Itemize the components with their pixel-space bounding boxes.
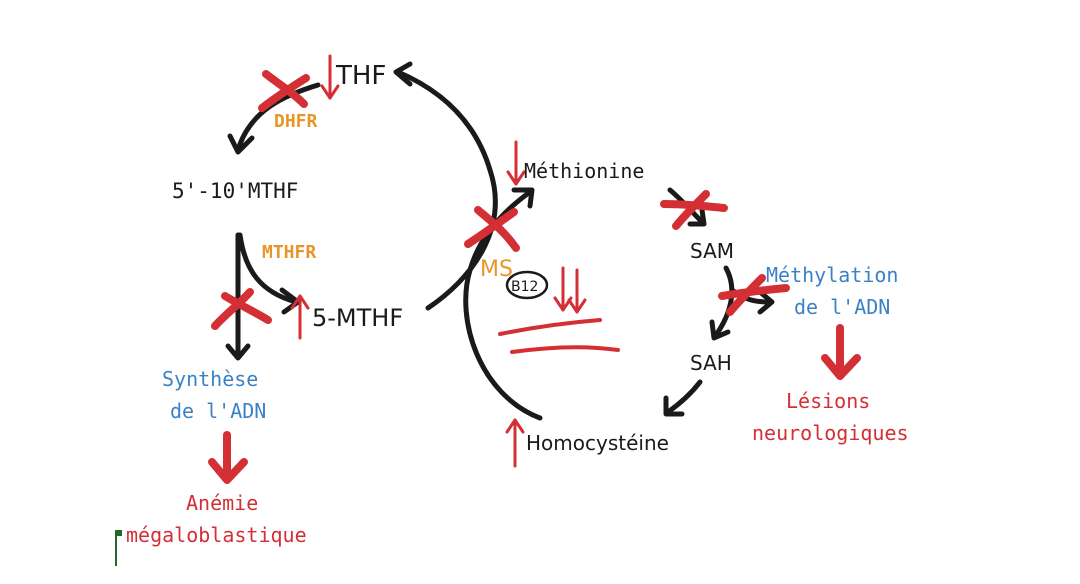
red-scribble-underline [498,318,620,354]
down-arrow-methionine [506,140,526,186]
enzyme-ms: MS [480,257,513,282]
block-cross-methylation [718,274,790,316]
node-thf: THF [335,61,386,91]
b12-circle [505,270,549,300]
arrow-thf-to-510mthf-head [227,133,255,155]
arrow-homocysteine-to-methionine [463,189,543,421]
arrow-sam-to-sah-head [709,319,731,341]
outcome-synthese-line2: de l'ADN [170,399,266,423]
enzyme-b12: B12 [511,279,538,295]
outcome-anemie-line2: mégaloblastique [126,523,307,547]
node-homocysteine: Homocystéine [526,431,669,455]
up-arrow-homocysteine [505,418,525,468]
outcome-methylation-line2: de l'ADN [794,295,890,319]
outcome-anemie-line1: Anémie [186,491,258,515]
arrow-510mthf-to-5mthf [237,232,299,305]
block-cross-sam [660,190,728,230]
arrow-sah-to-homocysteine-head [663,395,685,417]
outcome-lesions-line1: Lésions [786,389,870,413]
node-sah: SAH [690,351,732,375]
arrow-sah-to-homocysteine [665,379,703,415]
arrow-methionine-to-sam-head [687,207,707,227]
node-sam: SAM [690,239,734,263]
arrow-sam-to-methylation-head [757,289,775,315]
node-methionine: Méthionine [524,159,644,183]
outcome-methylation-line1: Méthylation [766,263,898,287]
enzyme-mthfr: MTHFR [262,242,316,263]
arrow-5mthf-to-thf-head [393,61,413,87]
block-cross-synthese [211,288,272,330]
node-5mthf: 5-MTHF [312,304,403,332]
green-flag-marker [115,530,122,566]
enzyme-dhfr: DHFR [274,111,318,132]
arrow-510mthf-to-synthese-head [225,343,251,361]
arrow-homocysteine-to-methionine-head [511,187,535,209]
arrow-5mthf-to-thf [395,69,498,311]
block-cross-ms [464,206,520,252]
outcome-synthese-line1: Synthèse [162,367,258,391]
double-down-arrow-b12 [553,266,587,314]
down-arrow-thf [320,54,340,100]
red-arrow-to-anemie [208,431,248,484]
arrow-sam-to-sah [713,265,735,338]
arrow-510mthf-to-5mthf-head [279,287,301,315]
red-arrow-to-lesions [821,324,861,380]
node-510mthf: 5'-10'MTHF [172,179,298,203]
up-arrow-5mthf [290,294,310,340]
block-cross-dhfr [258,70,310,112]
outcome-lesions-line2: neurologiques [752,421,909,445]
